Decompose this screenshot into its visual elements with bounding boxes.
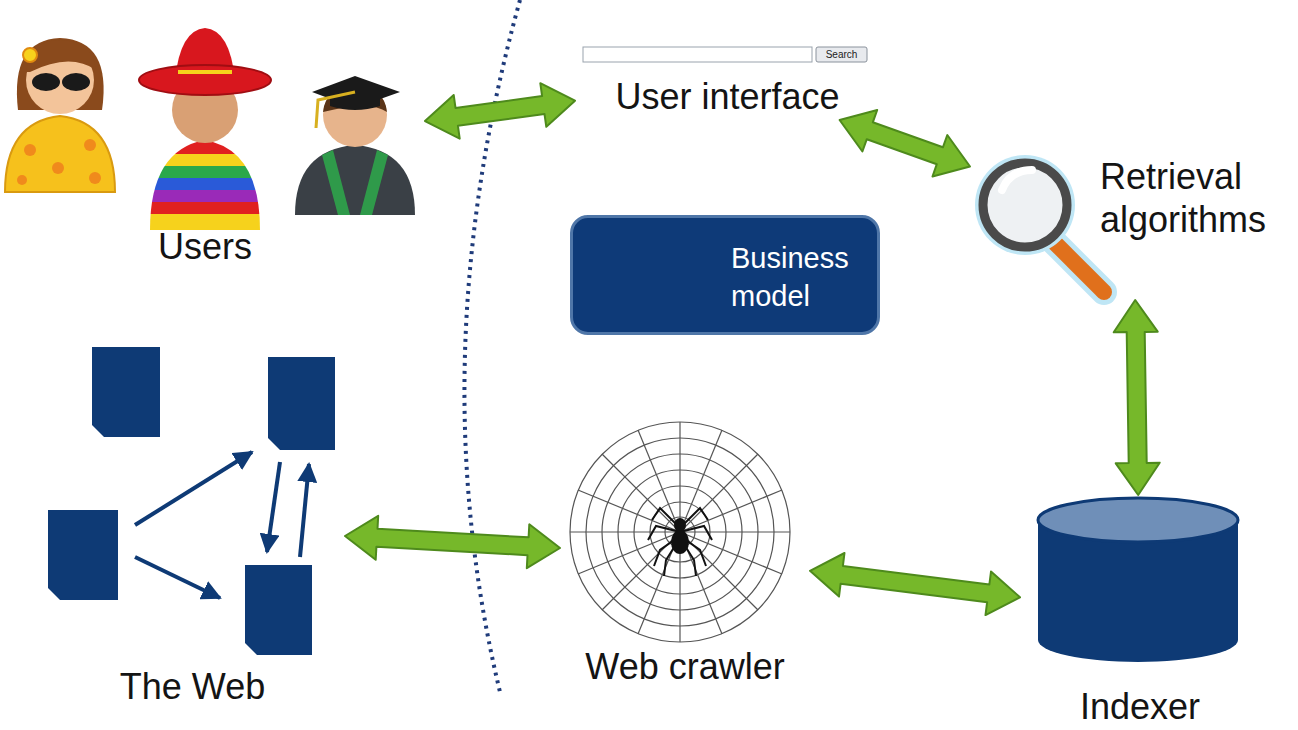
double-arrow: [840, 110, 970, 177]
magnifier-icon: [975, 155, 1104, 292]
user-group: Users: [0, 30, 425, 270]
spider-web-icon: [570, 422, 790, 642]
indexer-component: Indexer: [1020, 495, 1260, 730]
crawler-component: Web crawler: [560, 410, 810, 700]
database-cylinder: [1038, 498, 1238, 662]
node-label: User interface: [575, 75, 880, 118]
user-graduate-icon: [295, 76, 415, 215]
user-sombrero-icon: [139, 28, 271, 230]
double-arrow: [345, 516, 560, 568]
search-button-text: Search: [816, 47, 867, 62]
search-box: [583, 47, 867, 62]
node-label: Business model: [731, 240, 876, 315]
node-label: The Web: [40, 665, 345, 708]
double-arrow: [1114, 300, 1160, 495]
double-arrow: [425, 83, 575, 138]
node-label: Retrieval algorithms: [1100, 155, 1295, 241]
node-label: Indexer: [1020, 685, 1260, 728]
double-arrow: [810, 553, 1020, 615]
link-arrows: [135, 452, 309, 598]
web-documents: [48, 347, 335, 655]
business-box: Business model: [570, 215, 880, 335]
node-label: Web crawler: [540, 645, 830, 688]
node-label: Users: [105, 225, 305, 268]
retrieval-component: Retrieval algorithms: [970, 150, 1298, 300]
web-pages: The Web: [40, 340, 345, 715]
boundary-line: [464, 0, 520, 692]
spider-icon: [648, 508, 712, 576]
user-woman-icon: [5, 38, 115, 192]
